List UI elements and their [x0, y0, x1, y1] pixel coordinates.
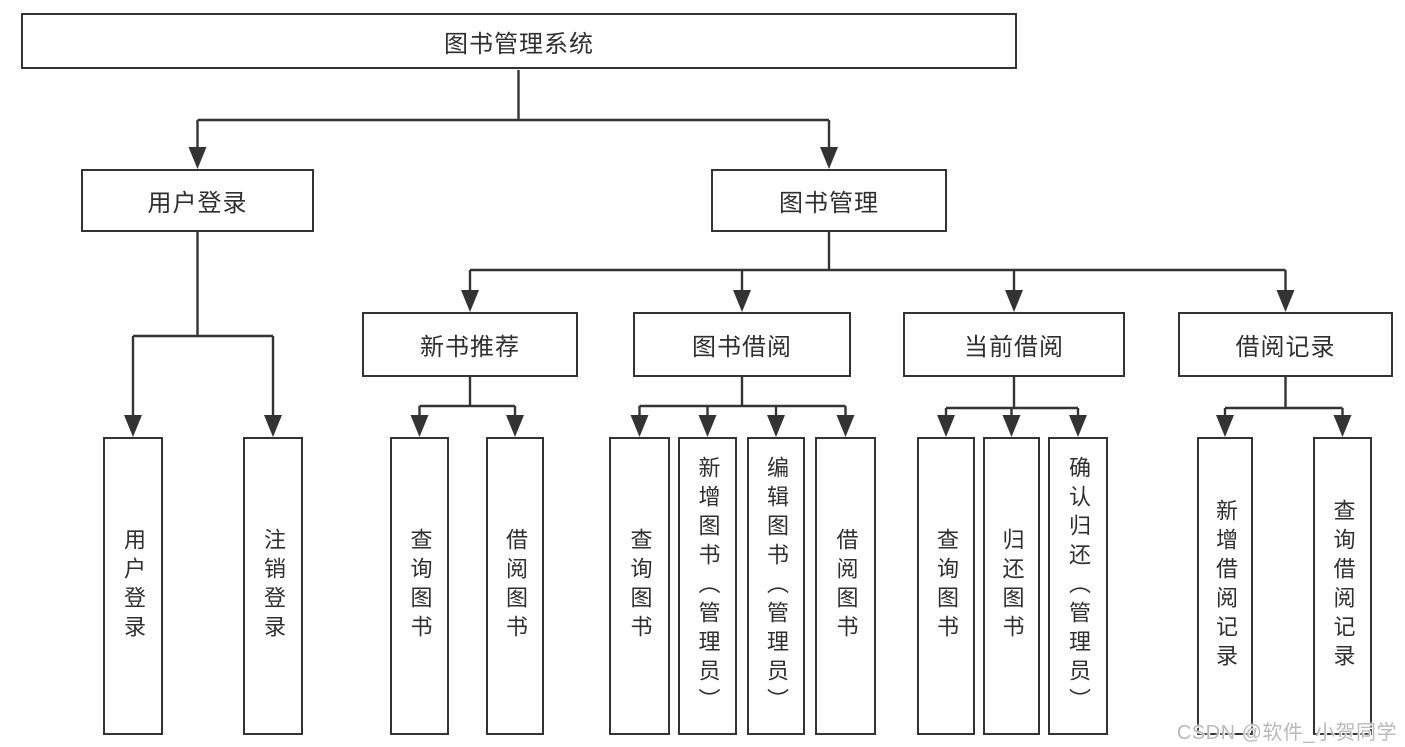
leaf-borrow-query-books: 查询图书: [609, 437, 670, 735]
leaf-records-query-record: 查询借阅记录: [1313, 437, 1372, 735]
node-root-system: 图书管理系统: [21, 13, 1017, 69]
arrow-down-icon: [1333, 415, 1352, 437]
node-label: 用户登录: [121, 528, 146, 644]
node-label: 借阅图书: [833, 528, 859, 644]
node-book-management: 图书管理: [711, 169, 947, 232]
arrow-down-icon: [1216, 415, 1234, 437]
arrow-down-icon: [1005, 290, 1023, 312]
leaf-records-add-record: 新增借阅记录: [1197, 437, 1253, 735]
node-user-login: 用户登录: [81, 169, 314, 232]
node-label: 用户登录: [147, 190, 248, 217]
connector-current-borrow-branch: [944, 377, 1080, 418]
leaf-recommend-borrow-books: 借阅图书: [486, 437, 544, 735]
node-label: 新增借阅记录: [1213, 499, 1238, 673]
arrow-down-icon: [410, 415, 429, 437]
leaf-logout: 注销登录: [243, 437, 303, 735]
arrow-down-icon: [124, 415, 142, 437]
leaf-current-return-books: 归还图书: [983, 437, 1040, 735]
connector-book-management-branch: [468, 232, 1287, 293]
arrow-down-icon: [937, 415, 955, 437]
node-label: 图书管理: [779, 190, 879, 217]
connector-user-login-branch: [131, 232, 275, 418]
node-label: 图书借阅: [692, 334, 792, 361]
connector-book-borrow-branch: [638, 377, 847, 418]
arrow-down-icon: [836, 415, 855, 437]
node-label: 新增图书（管理员）: [695, 455, 721, 717]
node-borrow-records: 借阅记录: [1178, 312, 1393, 377]
node-label: 确认归还（管理员）: [1066, 455, 1091, 717]
arrow-down-icon: [506, 415, 524, 437]
connector-new-book-branch: [418, 377, 517, 418]
connector-root-to-level2: [196, 70, 831, 150]
node-new-book-recommend: 新书推荐: [362, 312, 578, 377]
node-book-borrow: 图书借阅: [633, 312, 851, 377]
leaf-recommend-query-books: 查询图书: [390, 437, 449, 735]
arrow-down-icon: [698, 415, 717, 437]
node-label: 查询图书: [934, 528, 959, 644]
leaf-current-confirm-return-admin: 确认归还（管理员）: [1048, 437, 1108, 735]
arrow-down-icon: [1069, 415, 1087, 437]
node-label: 图书管理系统: [444, 30, 594, 58]
arrow-down-icon: [767, 415, 785, 437]
node-label: 归还图书: [999, 528, 1025, 644]
node-label: 新书推荐: [420, 334, 520, 361]
node-label: 当前借阅: [964, 334, 1064, 361]
leaf-borrow-borrow-books: 借阅图书: [815, 437, 876, 735]
leaf-borrow-add-books-admin: 新增图书（管理员）: [678, 437, 737, 735]
node-label: 查询图书: [627, 528, 653, 644]
connector-borrow-records-branch: [1223, 377, 1344, 418]
node-label: 借阅图书: [503, 528, 528, 644]
leaf-borrow-edit-books-admin: 编辑图书（管理员）: [747, 437, 805, 735]
arrow-down-icon: [1002, 415, 1021, 437]
arrow-down-icon: [188, 147, 207, 169]
arrow-down-icon: [264, 415, 282, 437]
csdn-watermark: CSDN @软件_小贺同学: [1176, 722, 1397, 744]
node-label: 查询借阅记录: [1330, 499, 1356, 673]
arrow-down-icon: [733, 290, 751, 312]
arrow-down-icon: [1276, 290, 1295, 312]
node-label: 编辑图书（管理员）: [764, 455, 789, 717]
node-label: 借阅记录: [1235, 334, 1336, 361]
leaf-user-login: 用户登录: [103, 437, 163, 735]
leaf-current-query-books: 查询图书: [917, 437, 975, 735]
node-current-borrow: 当前借阅: [903, 312, 1125, 377]
node-label: 查询图书: [407, 528, 433, 644]
arrow-down-icon: [820, 147, 838, 169]
arrow-down-icon: [630, 415, 649, 437]
arrow-down-icon: [461, 290, 479, 312]
node-label: 注销登录: [261, 528, 286, 644]
